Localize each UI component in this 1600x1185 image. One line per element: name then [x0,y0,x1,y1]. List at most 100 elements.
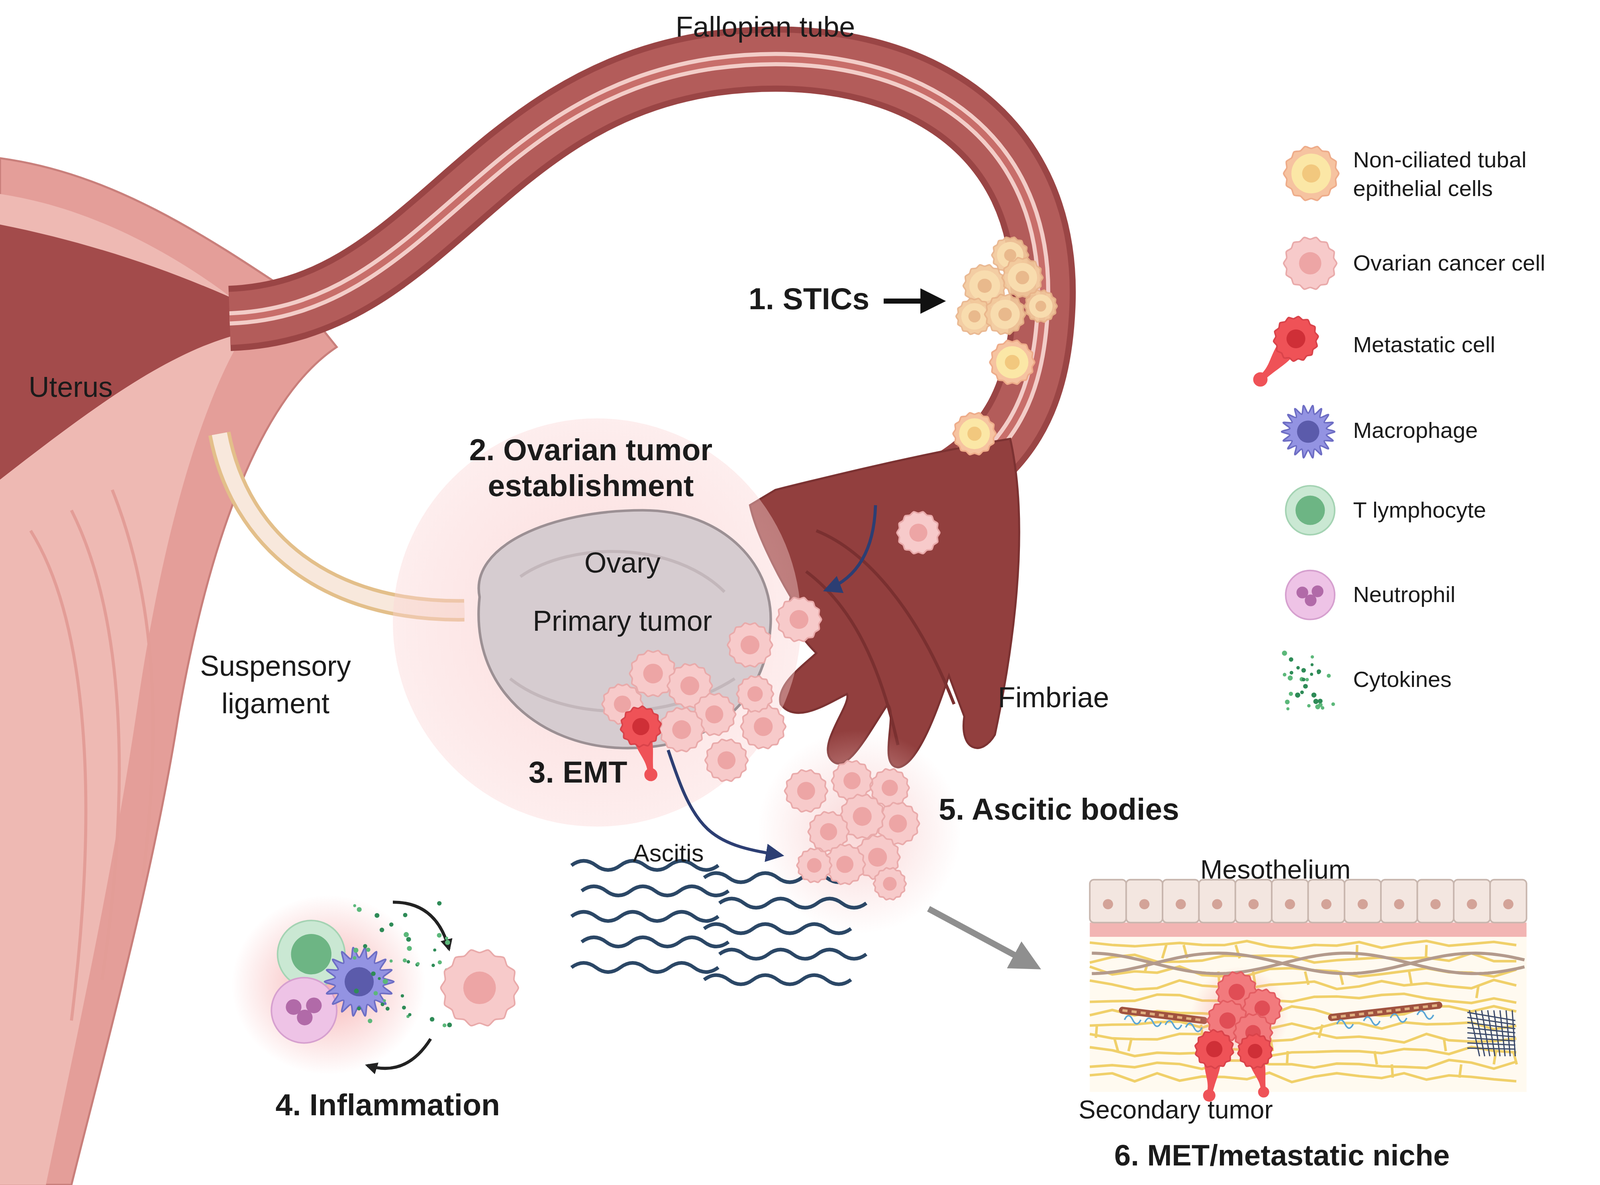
matrix-fiber [1305,971,1309,985]
cell-nucleus [740,635,760,655]
meta-cell [1237,307,1328,399]
cytokine [406,945,412,951]
feedback-arrow [392,901,450,950]
cancer-cell [1283,237,1337,290]
cytokine [431,963,436,967]
ascitis-wave [571,962,719,972]
part-label: Uterus [28,370,193,406]
cell-nucleus [881,779,899,797]
cytokine [356,907,362,912]
matrix-fiber [1089,1032,1517,1043]
cytokine [1309,672,1314,676]
matrix-fiber [1096,1024,1098,1038]
cancer-cell [740,704,786,749]
cell-membrane [659,707,705,752]
cytokine [445,939,451,946]
cell-cytoplasm [990,299,1020,330]
mesothelium-layer [1089,879,1527,923]
cytokine [1301,668,1306,673]
cytokine [1295,692,1301,698]
cell-membrane [705,739,749,782]
cytokine [380,1002,385,1006]
cytokine [379,927,385,933]
matrix-fiber [1425,945,1427,959]
cytokine [1316,669,1322,674]
cell-membrane [324,947,394,1016]
matrix-fiber [1409,971,1412,985]
cytokine [1300,690,1304,695]
mesothelial-cell [1344,879,1381,923]
cell-cytoplasm [1007,262,1038,293]
cytokine [1307,703,1311,708]
mesothelial-nucleus [1394,898,1405,910]
cytokine [353,947,359,953]
mesothelial-nucleus [1175,898,1187,910]
cytokine [352,955,357,960]
collagen-fiber [1091,952,1525,974]
cytokine [385,1006,390,1011]
mesothelial-cell [1380,879,1418,923]
cytokine [403,912,408,918]
cell-membrane [984,294,1026,335]
cytokine [1288,691,1293,696]
cytokine [362,943,368,949]
cancer-cell [784,769,828,812]
inflammation-glow [231,894,426,1075]
mesothelial-cell [1162,879,1199,923]
migration-arrow [826,505,876,591]
cytokine [389,959,393,963]
cytokine [1326,673,1331,678]
matrix-mesh [1467,1043,1516,1046]
cytokine [1313,698,1319,704]
cytokine-dots [1282,650,1336,711]
fimbria-fold [805,571,899,745]
protein-wisp [1145,1017,1162,1026]
cytokine [442,1023,447,1028]
cell-nucleus [852,806,872,826]
cytokine [370,971,376,977]
macro-cell [1281,405,1335,458]
mesothelial-cell [1126,879,1163,923]
mesothelial-cell [1235,879,1272,923]
cytokine [437,960,442,965]
part-label: 1. STICs [665,280,870,318]
mesothelial-cell [1307,879,1345,923]
cytokine [1315,704,1321,710]
cell-nucleus [747,686,763,702]
cytokine [1288,657,1294,662]
cell-nucleus [290,933,332,975]
cytokine [1303,683,1308,689]
cytokine [1317,698,1323,704]
mesothelial-nucleus [1503,898,1514,910]
ascitis-wave [719,949,867,959]
matrix-fiber [1089,941,1517,949]
legend-text: Metastatic cell [1352,330,1588,360]
matrix-fiber [1114,1037,1118,1051]
cytokine [403,931,409,938]
cell-cytoplasm [996,346,1029,379]
cell-nucleus [672,720,691,740]
cell-nucleus [1296,420,1320,443]
cell-nucleus [882,876,897,891]
cell-nucleus [1282,325,1310,353]
cell-membrane [736,676,774,712]
cancer-cell [705,739,749,782]
part-label: Suspensory ligament [168,647,383,723]
part-label: Fallopian tube [612,10,919,46]
legend-text: Macrophage [1352,416,1588,446]
ascitic-glow [756,729,961,934]
mesothelial-nucleus [1430,898,1441,910]
matrix-fiber [1089,1047,1517,1057]
feedback-arrow [367,1038,431,1069]
cell-nucleus [631,716,651,737]
cell-nucleus [344,966,374,997]
cancer-cell [736,676,774,712]
cell-membrane [1283,146,1339,201]
metastatic-niche-panel: MesotheliumSecondary tumor6. MET/metasta… [1035,852,1567,1179]
protein-wisp [1417,1010,1434,1019]
stic-cell [1024,290,1057,322]
cytokine [406,959,411,964]
matrix-fiber [1355,945,1359,959]
cytokine [1296,665,1300,670]
